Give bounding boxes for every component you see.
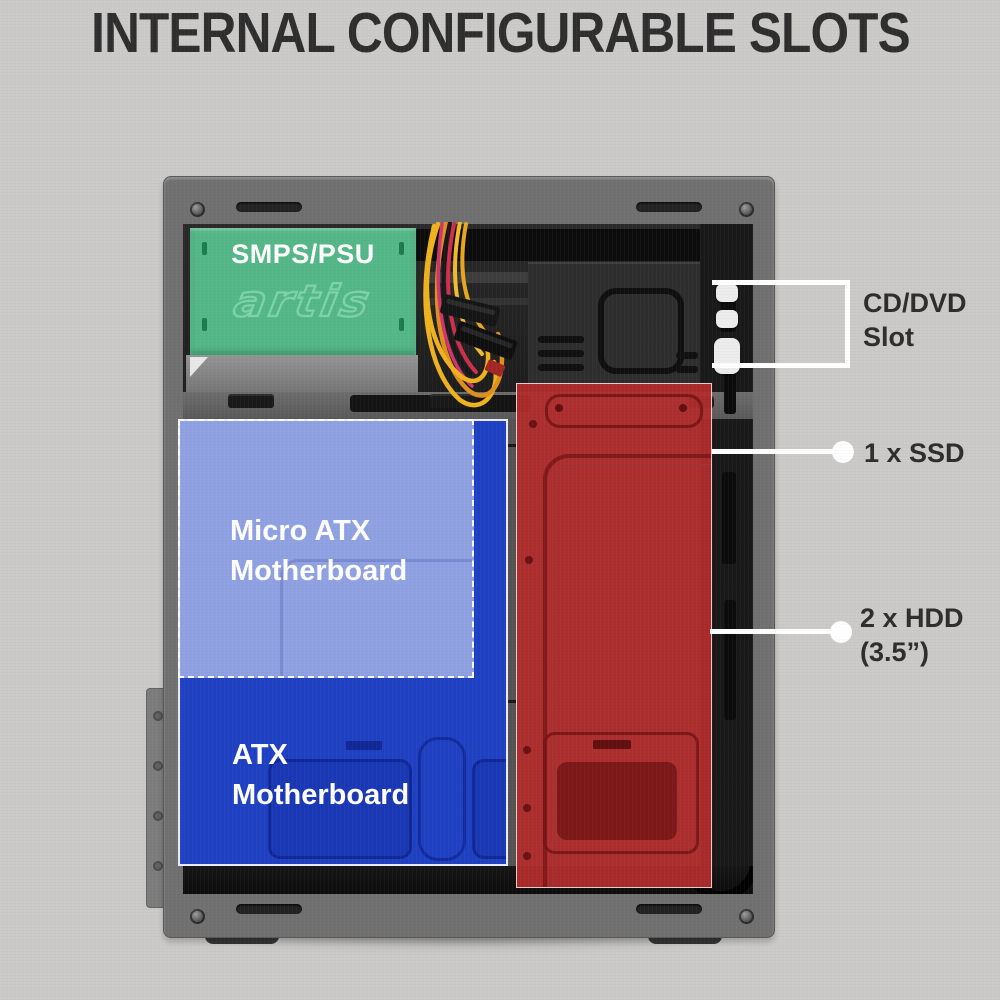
bay-panel-emboss <box>543 454 711 887</box>
screw-icon <box>523 804 531 812</box>
atx-label-line2: Motherboard <box>232 779 410 811</box>
ssd-label: 1 x SSD <box>864 438 965 468</box>
vent-slot <box>636 904 702 914</box>
case-foot <box>648 934 722 944</box>
ssd-callout-dot <box>832 441 854 463</box>
psu-cables <box>423 222 518 408</box>
cd-dvd-bracket-top-line <box>712 280 850 285</box>
tray-opening <box>472 759 506 859</box>
ssd-callout-line <box>712 449 834 454</box>
tray-emboss <box>280 559 472 676</box>
sata-connector <box>484 359 506 377</box>
hdd-label-line1: 2 x HDD <box>860 603 964 633</box>
cd-dvd-bracket-right-line <box>845 280 850 368</box>
psu-screw-slot <box>399 242 404 255</box>
screw-icon <box>525 556 533 564</box>
screw-icon <box>529 420 537 428</box>
bay-cutout <box>598 288 684 374</box>
screw-icon <box>679 404 687 412</box>
micro-atx-motherboard-zone: Micro ATX Motherboard <box>178 419 474 678</box>
cd-dvd-label-line1: CD/DVD <box>863 288 967 318</box>
psu-shelf <box>186 355 418 392</box>
screw-icon <box>523 852 531 860</box>
tray-opening <box>268 759 412 859</box>
cd-dvd-bracket-bottom-line <box>712 363 850 368</box>
tray-divider <box>418 737 466 861</box>
atx-label: ATX Motherboard <box>232 735 409 815</box>
tray-clip <box>346 741 382 750</box>
drive-bays-zone <box>516 383 712 888</box>
artis-logo: artis <box>229 275 377 328</box>
page-title-row: INTERNAL CONFIGURABLE SLOTS <box>0 0 1000 66</box>
micro-atx-label: Micro ATX Motherboard <box>230 511 407 591</box>
vent-slot <box>236 904 302 914</box>
psu-screw-slot <box>202 318 207 331</box>
micro-atx-label-line2: Motherboard <box>230 555 408 587</box>
drive-tray-opening <box>557 762 677 840</box>
cage-cutout <box>724 600 736 720</box>
tray-clip <box>593 740 631 749</box>
bay-slot-emboss <box>545 394 703 428</box>
screw-icon <box>190 909 205 924</box>
molex-connector <box>453 321 518 360</box>
hdd-callout-dot <box>830 621 852 643</box>
screw-icon <box>739 909 754 924</box>
hdd-callout-line <box>710 629 832 634</box>
vent-slot <box>538 336 584 343</box>
micro-atx-label-line1: Micro ATX <box>230 515 371 547</box>
molex-connector <box>440 294 500 327</box>
smps-psu-label: SMPS/PSU <box>231 239 375 269</box>
psu-screw-slot <box>399 318 404 331</box>
screw-icon <box>153 711 163 721</box>
vent-slot <box>538 364 584 371</box>
hdd-label: 2 x HDD (3.5”) <box>860 601 964 669</box>
screw-icon <box>190 202 205 217</box>
screw-icon <box>153 861 163 871</box>
vent-slot <box>636 202 702 212</box>
screw-icon <box>555 404 563 412</box>
screw-icon <box>739 202 754 217</box>
vent-slot <box>676 352 698 359</box>
cd-dvd-slot-label: CD/DVD Slot <box>863 286 967 354</box>
hdd-label-line2: (3.5”) <box>860 637 930 667</box>
tray-groove <box>506 700 516 703</box>
screw-icon <box>523 746 531 754</box>
rail-clip <box>228 394 274 408</box>
screw-icon <box>153 761 163 771</box>
smps-psu-zone: SMPS/PSU artis <box>190 228 416 355</box>
thumb-tab <box>714 338 740 374</box>
shelf-highlight <box>190 357 208 377</box>
tray-groove <box>506 444 516 447</box>
thumb-tab <box>716 284 738 302</box>
case-foot <box>205 934 279 944</box>
psu-screw-slot <box>202 242 207 255</box>
cage-cutout <box>722 472 736 564</box>
vent-slot <box>538 350 584 357</box>
bay-panel-groove <box>553 464 711 887</box>
atx-label-line1: ATX <box>232 739 288 771</box>
cd-dvd-label-line2: Slot <box>863 322 914 352</box>
vent-slot <box>236 202 302 212</box>
drive-tray-emboss <box>543 732 699 854</box>
page-title: INTERNAL CONFIGURABLE SLOTS <box>90 1 910 65</box>
screw-icon <box>153 811 163 821</box>
vent-slot <box>676 366 698 373</box>
thumb-tab <box>716 310 738 328</box>
